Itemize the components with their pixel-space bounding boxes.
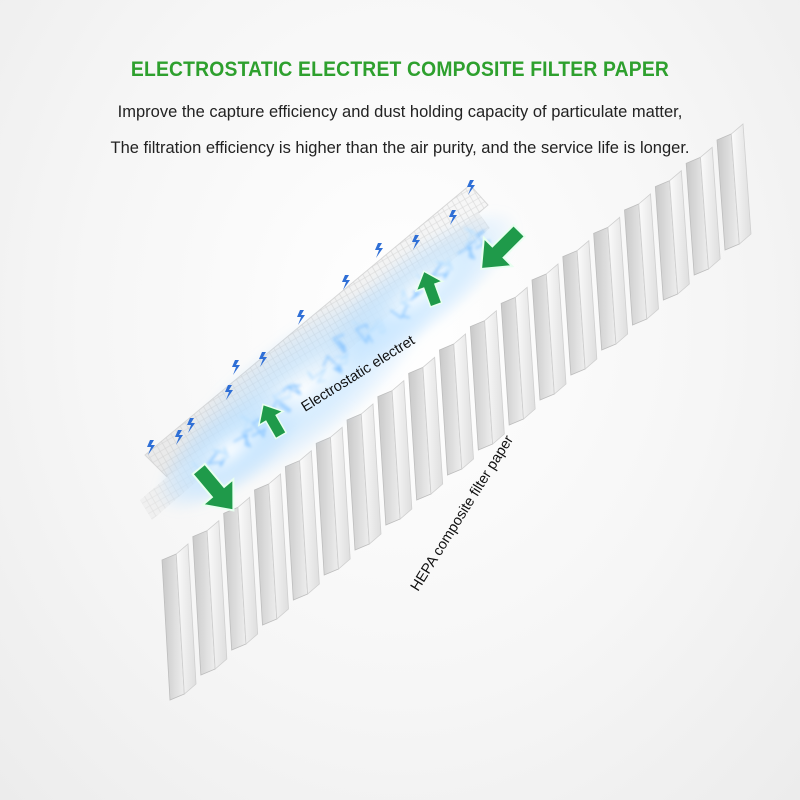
lightning-icon — [375, 243, 383, 258]
